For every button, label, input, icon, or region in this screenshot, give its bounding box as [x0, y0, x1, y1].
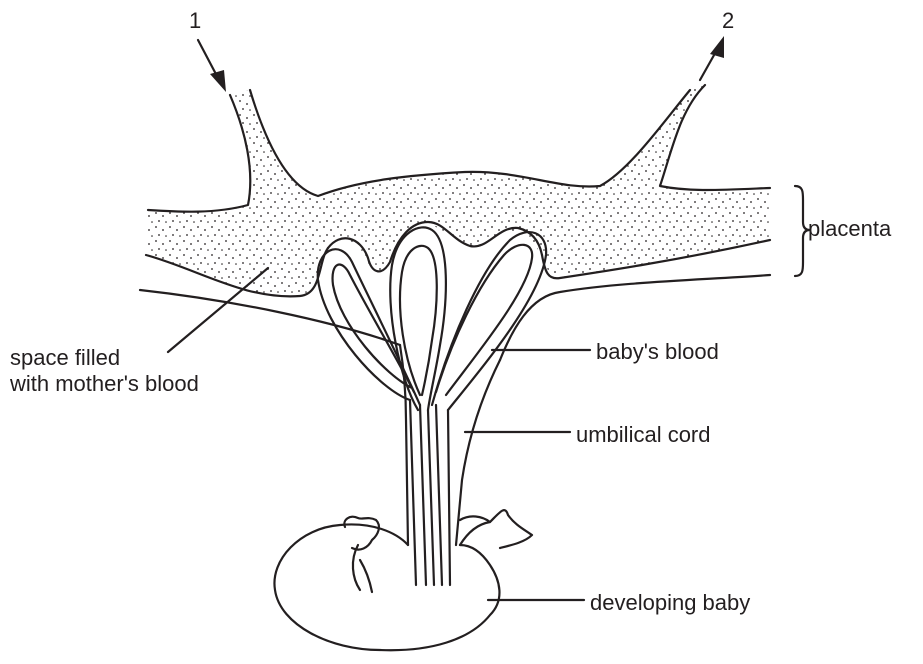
maternal-blood-label: space filled with mother's blood: [10, 345, 199, 398]
maternal-blood-space: [146, 85, 770, 296]
umbilical-vessel-3: [428, 410, 434, 585]
baby-foot: [460, 516, 490, 522]
maternal-blood-label-line2: with mother's blood: [10, 371, 199, 397]
arrow-out-head: [710, 36, 724, 58]
babys-blood-label: baby's blood: [596, 339, 719, 365]
umbilical-vessel-5: [448, 410, 450, 585]
developing-baby-label: developing baby: [590, 590, 750, 616]
umbilical-vessel-2: [420, 405, 426, 585]
arrow-out-label: 2: [722, 8, 734, 34]
maternal-artery-left-wall: [148, 95, 250, 212]
arrow-in-shaft: [198, 40, 218, 78]
placenta-label: placenta: [808, 216, 891, 242]
baby-body: [274, 524, 499, 650]
baby-head: [344, 517, 379, 550]
umbilical-vessel-1: [410, 400, 416, 585]
umbilical-vessel-4: [436, 405, 442, 585]
maternal-blood-label-line1: space filled: [10, 345, 199, 371]
baby-arm: [353, 545, 372, 592]
maternal-vein-right-wall: [660, 85, 770, 190]
uterine-wall-line: [140, 290, 400, 345]
arrow-in-head: [210, 70, 226, 92]
umbilical-cord-label: umbilical cord: [576, 422, 711, 448]
arrow-in-label: 1: [189, 8, 201, 34]
